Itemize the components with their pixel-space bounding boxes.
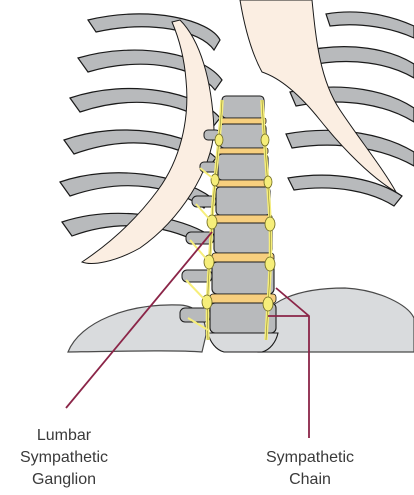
sympathetic-ganglion bbox=[215, 134, 223, 146]
label-line: Sympathetic bbox=[245, 447, 375, 469]
sympathetic-ganglion bbox=[265, 257, 275, 271]
label-line: Lumbar bbox=[0, 425, 128, 447]
sympathetic-chain-label: Sympathetic Chain bbox=[245, 447, 375, 491]
left-rib bbox=[88, 14, 220, 50]
right-iliac-crest bbox=[258, 288, 414, 352]
vertebra bbox=[220, 124, 266, 148]
label-line: Chain bbox=[245, 469, 375, 491]
vertebra bbox=[222, 96, 264, 118]
intervertebral-disc bbox=[212, 253, 274, 262]
intervertebral-disc bbox=[218, 148, 268, 154]
sympathetic-ganglion bbox=[261, 134, 269, 146]
vertebra bbox=[216, 187, 270, 215]
intervertebral-disc bbox=[214, 215, 272, 223]
right-rib bbox=[326, 12, 414, 38]
vertebra bbox=[214, 223, 272, 253]
vertebra bbox=[212, 262, 274, 294]
sympathetic-ganglion bbox=[265, 217, 275, 231]
intervertebral-disc bbox=[220, 118, 266, 124]
sympathetic-ganglion bbox=[264, 176, 272, 188]
intervertebral-disc bbox=[216, 180, 270, 187]
transverse-process bbox=[180, 308, 210, 322]
vertebra bbox=[218, 154, 268, 180]
sympathetic-ganglion bbox=[263, 297, 273, 311]
label-line: Ganglion bbox=[0, 469, 128, 491]
label-line: Sympathetic bbox=[0, 447, 128, 469]
lumbar-sympathetic-ganglion-label: Lumbar Sympathetic Ganglion bbox=[0, 425, 128, 491]
